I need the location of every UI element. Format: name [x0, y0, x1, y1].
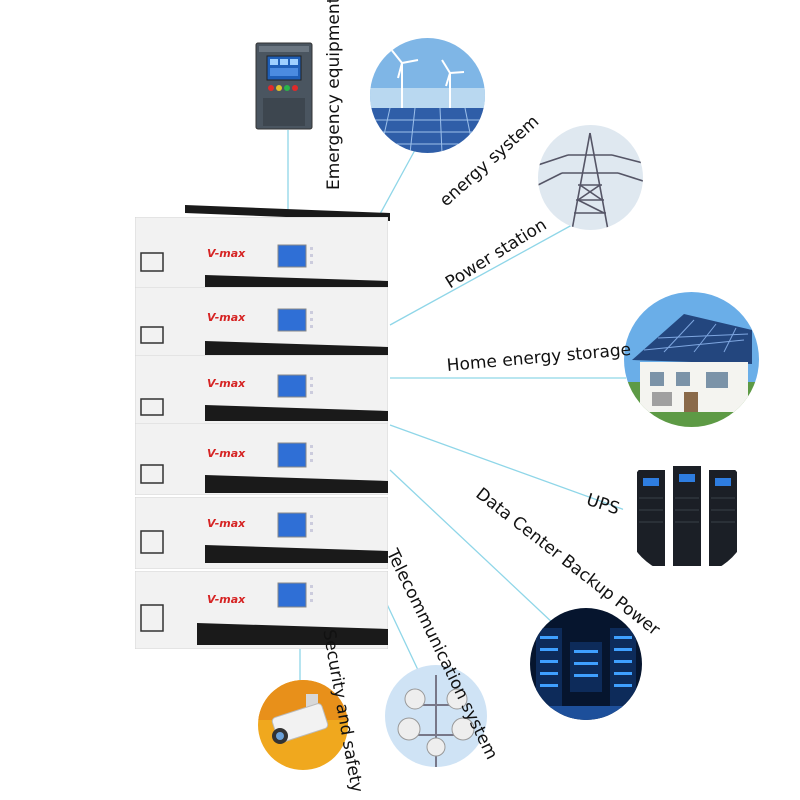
data-center-icon — [530, 608, 642, 720]
connector-ups — [389, 424, 626, 511]
svg-text:V-max: V-max — [207, 447, 246, 460]
connector-telecom — [384, 599, 419, 671]
svg-text:V-max: V-max — [207, 593, 246, 606]
battery-module-2: V-max — [135, 287, 388, 359]
connector-datacenter — [389, 469, 556, 626]
wind-solar-icon — [370, 38, 485, 153]
svg-text:V-max: V-max — [207, 311, 246, 324]
battery-module-3: V-max — [135, 355, 388, 427]
svg-text:V-max: V-max — [207, 247, 246, 260]
battery-stack: V-max V-max V-max — [135, 205, 390, 650]
battery-module-4: V-max — [135, 423, 388, 495]
telecom-tower-icon — [385, 665, 487, 767]
svg-text:V-max: V-max — [207, 377, 246, 390]
server-rack-icon — [623, 448, 751, 576]
connector-power-station — [389, 224, 573, 326]
battery-module-1: V-max — [135, 217, 388, 289]
label-emergency: Emergency equipment — [324, 0, 344, 190]
svg-text:V-max: V-max — [207, 517, 246, 530]
power-tower-icon — [538, 125, 643, 230]
control-cabinet-icon — [255, 42, 313, 130]
solar-house-icon — [624, 292, 759, 427]
battery-module-5: V-max — [135, 497, 388, 569]
battery-module-6: V-max — [135, 571, 388, 649]
